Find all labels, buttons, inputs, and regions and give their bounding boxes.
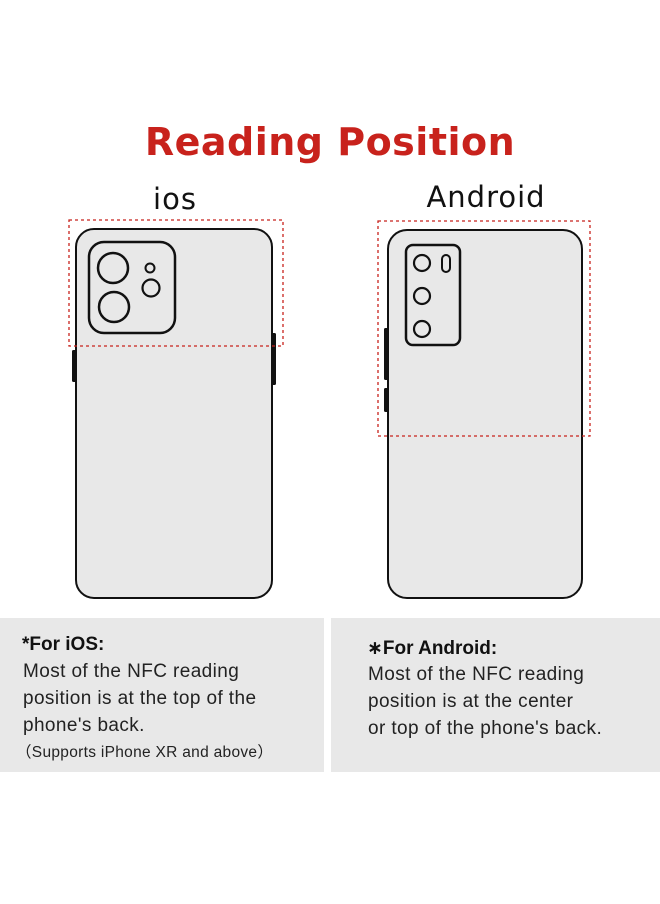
- android-description: Most of the NFC reading position is at t…: [368, 661, 658, 742]
- iphone-lens-1: [96, 251, 130, 285]
- phones-illustration: [68, 219, 591, 599]
- android-line: Most of the NFC reading: [368, 664, 585, 685]
- android-lens-3: [412, 319, 432, 339]
- ios-description: Most of the NFC reading position is at t…: [23, 658, 318, 739]
- android-heading: ∗For Android:: [367, 638, 498, 659]
- android-info-panel: ∗For Android: Most of the NFC reading po…: [331, 618, 660, 772]
- iphone-lens-3: [141, 278, 161, 298]
- iphone-illustration: [68, 219, 284, 599]
- ios-line: phone's back.: [23, 715, 145, 736]
- iphone-camera-module: [87, 240, 177, 335]
- ios-line: position is at the top of the: [23, 688, 257, 709]
- ios-line: Most of the NFC reading: [23, 661, 240, 682]
- android-line: or top of the phone's back.: [368, 718, 603, 739]
- ios-nfc-area: [68, 219, 284, 347]
- android-lens-2: [412, 286, 432, 306]
- iphone-lens-2: [97, 290, 131, 324]
- ios-label: ios: [153, 182, 197, 216]
- android-lens-1: [412, 253, 432, 273]
- android-flash: [441, 254, 451, 273]
- iphone-flash: [144, 262, 156, 274]
- android-line: position is at the center: [368, 691, 574, 712]
- android-nfc-area: [377, 220, 591, 437]
- android-illustration: [377, 220, 591, 599]
- ios-support-note: （Supports iPhone XR and above）: [16, 744, 274, 761]
- ios-info-panel: *For iOS: Most of the NFC reading positi…: [0, 618, 324, 772]
- page-title: Reading Position: [144, 120, 516, 164]
- android-label: Android: [426, 180, 546, 214]
- ios-heading: *For iOS:: [22, 634, 105, 655]
- android-camera-module: [404, 243, 462, 347]
